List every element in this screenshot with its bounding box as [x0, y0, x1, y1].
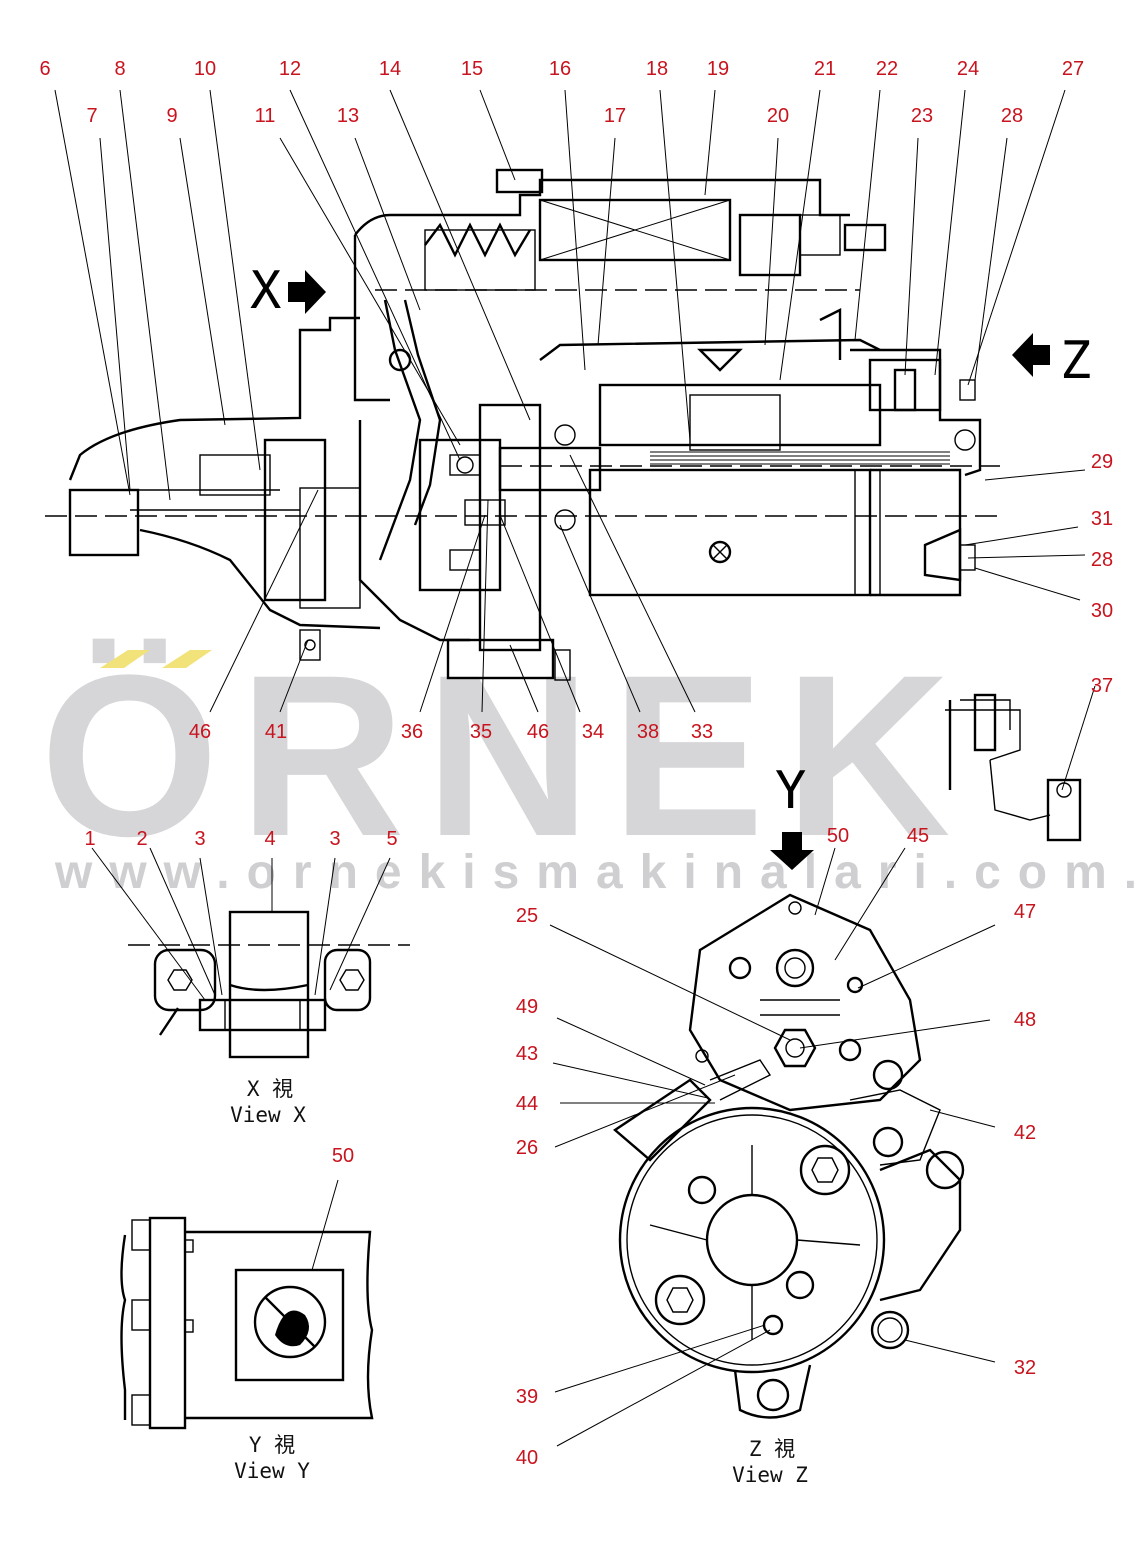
detail-37-drawing [945, 693, 1082, 842]
main-section-drawing [45, 168, 1000, 681]
watermark-accent-left [100, 650, 150, 668]
watermark-accent-right [162, 650, 212, 668]
view-z-label: 49 [516, 996, 538, 1018]
label-part: 11 [255, 105, 276, 127]
label-part: 36 [401, 721, 423, 743]
view-y-arrow-icon [770, 832, 814, 870]
label-part: 28 [1001, 105, 1023, 127]
view-x-marker-letter: X [250, 261, 281, 321]
label-part: 41 [265, 721, 287, 743]
view-z-label: 26 [516, 1137, 538, 1159]
label-part: 37 [1091, 675, 1113, 697]
view-x-label: 1 [84, 828, 95, 850]
view-y-label: 50 [332, 1145, 354, 1167]
view-z-label: 39 [516, 1386, 538, 1408]
label-part: 21 [814, 58, 836, 80]
view-x-arrow-icon [288, 270, 326, 314]
label-part: 13 [337, 105, 359, 127]
view-y-caption-en: View Y [234, 1459, 310, 1483]
view-z-caption-jp: Z 視 [749, 1437, 795, 1461]
watermark: ÖRNEK www.ornekismakinalari.com.tr [40, 627, 1137, 899]
view-x-label: 2 [136, 828, 147, 850]
label-part: 19 [707, 58, 729, 80]
label-part: 28 [1091, 549, 1113, 571]
label-part: 34 [582, 721, 604, 743]
view-z-label: 32 [1014, 1357, 1036, 1379]
view-z-label: 44 [516, 1093, 538, 1115]
view-z-label: 40 [516, 1447, 538, 1469]
watermark-url: www.ornekismakinalari.com.tr [54, 846, 1137, 899]
label-part: 38 [637, 721, 659, 743]
label-part: 46 [527, 721, 549, 743]
label-part: 23 [911, 105, 933, 127]
view-y: 50 Y 視 View Y [120, 1145, 374, 1483]
label-part: 30 [1091, 600, 1113, 622]
label-part: 9 [166, 105, 177, 127]
view-z-label: 25 [516, 905, 538, 927]
view-x-label: 3 [194, 828, 205, 850]
label-part: 12 [279, 58, 301, 80]
view-z-label: 50 [827, 825, 849, 847]
main-leader-lines [54, 89, 1096, 791]
label-part: 14 [379, 58, 401, 80]
label-part: 17 [604, 105, 626, 127]
view-y-caption-jp: Y 視 [249, 1433, 295, 1457]
view-x-caption-jp: X 視 [247, 1077, 293, 1101]
view-x-caption-en: View X [230, 1103, 306, 1127]
view-x: 1 2 3 4 3 5 X 視 View X [84, 828, 410, 1127]
main-view-labels: 6 8 10 12 14 15 16 18 19 21 22 24 27 7 9… [39, 58, 1113, 743]
label-part: 33 [691, 721, 713, 743]
label-part: 15 [461, 58, 483, 80]
view-z: 50 45 25 47 49 48 43 44 42 26 32 39 40 Z… [516, 825, 1036, 1487]
label-part: 29 [1091, 451, 1113, 473]
label-part: 22 [876, 58, 898, 80]
view-x-label: 5 [386, 828, 397, 850]
label-part: 7 [86, 105, 97, 127]
label-part: 24 [957, 58, 979, 80]
view-z-label: 48 [1014, 1009, 1036, 1031]
view-z-caption-en: View Z [732, 1463, 808, 1487]
label-part: 35 [470, 721, 492, 743]
view-z-arrow-icon [1012, 333, 1050, 377]
view-x-label: 4 [264, 828, 275, 850]
label-part: 16 [549, 58, 571, 80]
view-z-label: 43 [516, 1043, 538, 1065]
label-part: 46 [189, 721, 211, 743]
view-z-label: 42 [1014, 1122, 1036, 1144]
view-z-marker-letter: Z [1060, 331, 1091, 391]
label-part: 10 [194, 58, 216, 80]
view-markers: X Z Y [250, 261, 1091, 870]
label-part: 6 [39, 58, 50, 80]
label-part: 8 [114, 58, 125, 80]
view-z-label: 45 [907, 825, 929, 847]
label-part: 31 [1091, 508, 1113, 530]
view-x-label: 3 [329, 828, 340, 850]
view-y-marker-letter: Y [775, 761, 806, 821]
view-z-label: 47 [1014, 901, 1036, 923]
label-part: 18 [646, 58, 668, 80]
label-part: 20 [767, 105, 789, 127]
label-part: 27 [1062, 58, 1084, 80]
